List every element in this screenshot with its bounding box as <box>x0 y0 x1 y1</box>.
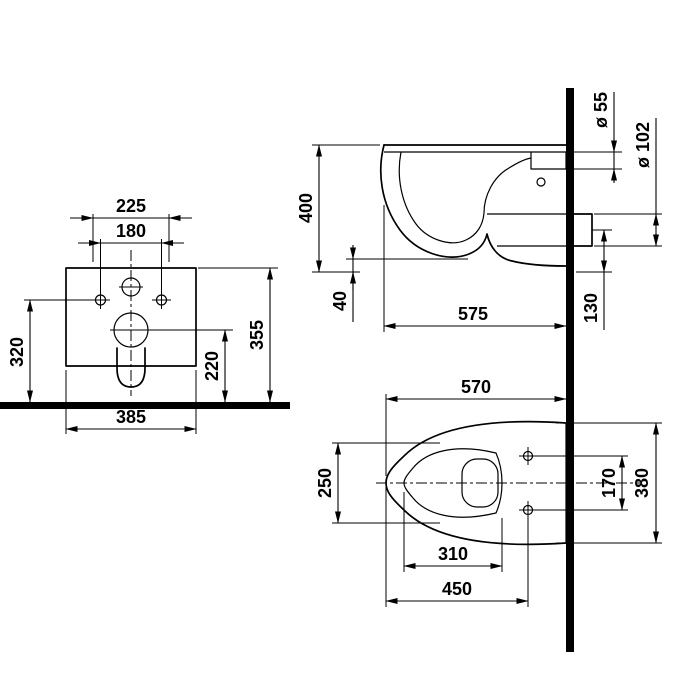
dim-diameter-102: ø 102 <box>594 118 662 247</box>
bowl-inner-profile <box>398 151 532 244</box>
outlet-pipe <box>487 213 566 247</box>
dim-label-385: 385 <box>116 407 146 427</box>
side-view-outline <box>379 144 593 267</box>
dim-170: 170 <box>534 455 628 511</box>
plan-view-outline <box>376 420 640 546</box>
outlet-stub <box>573 213 593 247</box>
dim-label-380: 380 <box>632 468 652 498</box>
dim-450: 450 <box>385 486 529 607</box>
dim-label-220: 220 <box>202 351 222 381</box>
dim-label-170: 170 <box>599 468 619 498</box>
dim-355: 355 <box>198 267 278 403</box>
dim-575: 575 <box>383 205 567 332</box>
dim-label-diameter-55: ø 55 <box>591 92 611 128</box>
dim-label-diameter-102: ø 102 <box>633 122 653 168</box>
rear-view: 225 180 320 355 220 385 <box>0 196 290 434</box>
dim-label-570: 570 <box>461 377 491 397</box>
dim-label-400: 400 <box>296 193 316 223</box>
dim-570: 570 <box>385 377 567 476</box>
dim-label-575: 575 <box>458 304 488 324</box>
dim-310: 310 <box>403 492 503 572</box>
dim-400: 400 <box>296 144 380 273</box>
dim-250: 250 <box>315 442 440 524</box>
flush-valve-detail <box>536 177 546 187</box>
dim-label-320: 320 <box>7 337 27 367</box>
flush-connection-box <box>530 151 567 170</box>
dim-label-450: 450 <box>442 579 472 599</box>
dim-320: 320 <box>7 299 95 403</box>
dim-label-130: 130 <box>581 293 601 323</box>
plan-view: 570 250 310 450 170 380 <box>315 377 662 607</box>
wall-line <box>566 88 574 652</box>
floor-line <box>0 402 290 409</box>
dim-diameter-55: ø 55 <box>531 92 622 183</box>
dim-label-40: 40 <box>330 291 350 311</box>
dim-225: 225 <box>70 196 192 262</box>
outlet-bend <box>116 347 146 388</box>
dim-label-180: 180 <box>116 221 146 241</box>
rear-view-outline <box>65 250 197 396</box>
dim-220: 220 <box>150 329 233 403</box>
dim-label-310: 310 <box>438 544 468 564</box>
dim-380: 380 <box>556 422 662 544</box>
toilet-side-profile <box>379 144 567 267</box>
dim-label-355: 355 <box>247 320 267 350</box>
dim-label-250: 250 <box>315 468 335 498</box>
dim-label-225: 225 <box>116 196 146 216</box>
side-view: 400 40 575 130 ø 55 <box>296 88 662 652</box>
dim-130: 130 <box>576 229 612 330</box>
dim-40: 40 <box>330 245 468 322</box>
dim-180: 180 <box>78 221 184 294</box>
